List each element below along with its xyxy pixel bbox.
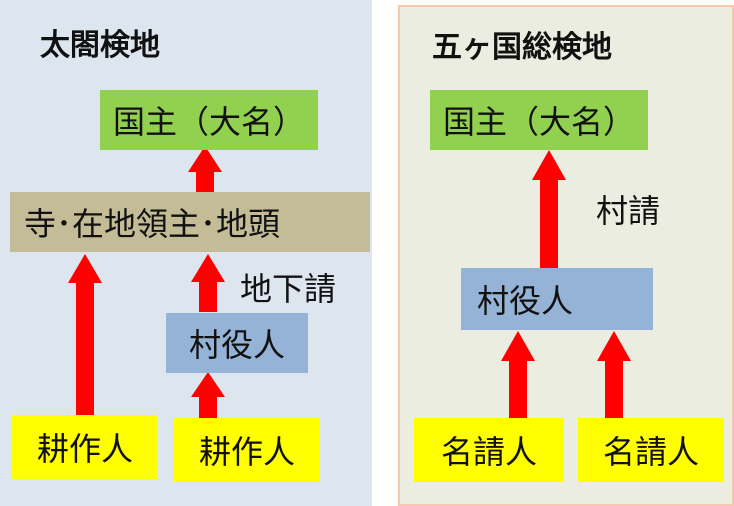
arrow-cultivator-to-officer (191, 372, 225, 418)
right-panel-title: 五ヶ国総検地 (432, 30, 612, 65)
arrow-tenant1-to-officer (501, 331, 535, 418)
arrow-tenant2-to-officer (597, 331, 631, 418)
arrow-officer-to-lord (532, 150, 566, 268)
tenant-box-2: 名請人 (578, 418, 724, 482)
village-contract-label: 村請 (596, 192, 661, 230)
left-village-officer-box: 村役人 (166, 313, 308, 373)
right-village-officer-box: 村役人 (461, 268, 653, 330)
arrow-intermediate-to-lord (188, 146, 222, 194)
cultivator-box-2: 耕作人 (174, 418, 320, 482)
left-lord-box: 国主（大名） (100, 90, 318, 150)
left-panel-title: 太閤検地 (40, 28, 160, 63)
sublease-label: 地下請 (240, 270, 337, 308)
intermediate-lords-box: 寺･在地領主･地頭 (10, 192, 370, 252)
arrow-cultivator-to-intermediate (68, 254, 102, 415)
arrow-officer-to-intermediate (191, 254, 225, 312)
tenant-box-1: 名請人 (414, 418, 564, 482)
right-lord-box: 国主（大名） (430, 90, 648, 150)
cultivator-box-1: 耕作人 (12, 415, 158, 479)
